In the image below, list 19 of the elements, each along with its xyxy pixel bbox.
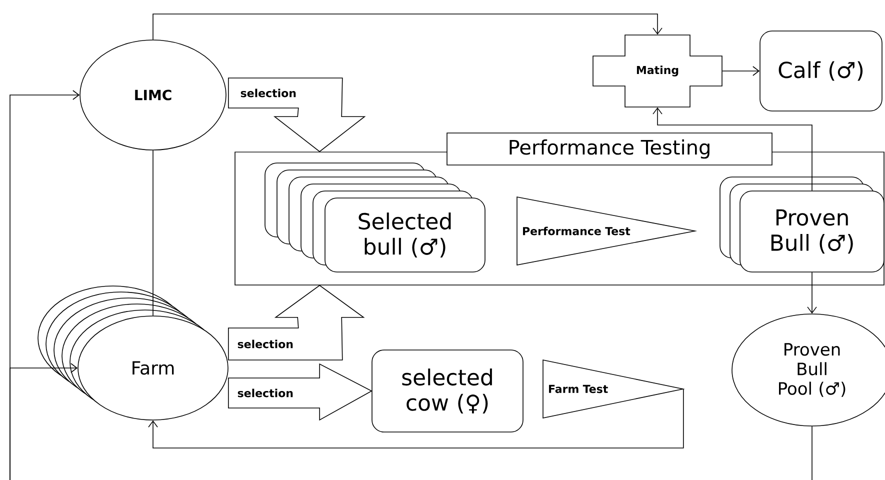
connector-line: [152, 150, 154, 316]
stacked-boxes: Selected bull (♂): [264, 162, 486, 272]
edge-label: selection: [236, 338, 294, 350]
arrow: [148, 388, 684, 448]
edge-label: selection: [239, 88, 298, 98]
arrow: [807, 272, 817, 314]
block-arrow: [228, 284, 365, 360]
node-label: bull (♂): [364, 238, 446, 258]
arrow: [152, 14, 662, 40]
circle-node: LIMC: [80, 40, 226, 150]
rounded-box: Calf (♂): [760, 30, 882, 112]
arrow: [10, 363, 78, 480]
block-arrow: [228, 78, 366, 152]
arrow: [722, 66, 760, 76]
rounded-box: selected cow (♀): [372, 350, 524, 432]
stacked-ellipses: Farm: [38, 286, 228, 420]
arrow: [652, 107, 812, 191]
block-arrow: [228, 363, 372, 421]
stacked-boxes: Proven Bull (♂): [720, 176, 884, 272]
